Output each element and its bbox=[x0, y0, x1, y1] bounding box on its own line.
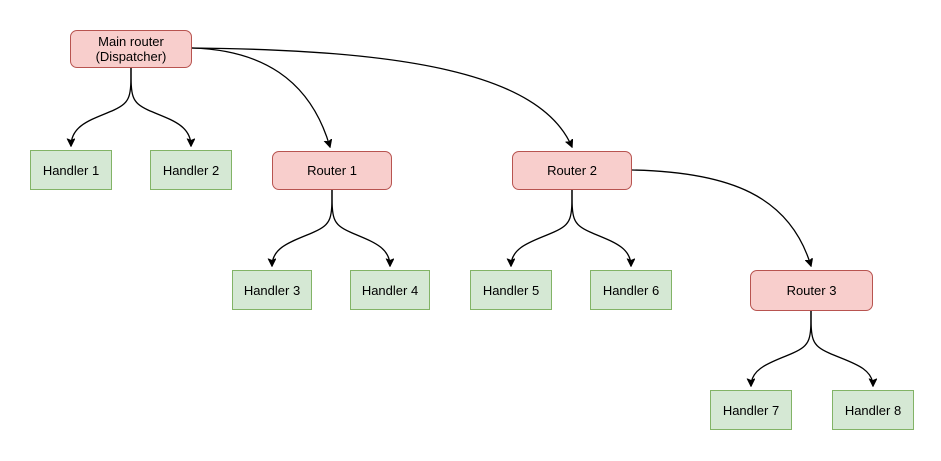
node-main-router[interactable]: Main router (Dispatcher) bbox=[70, 30, 192, 68]
edge-router-3-to-handler-7 bbox=[751, 310, 812, 386]
edge-router-1-to-handler-3 bbox=[272, 189, 333, 266]
node-label-handler-8: Handler 8 bbox=[844, 402, 902, 418]
node-handler-5[interactable]: Handler 5 bbox=[470, 270, 552, 310]
node-label-router-3: Router 3 bbox=[786, 283, 837, 298]
node-label-handler-1: Handler 1 bbox=[42, 162, 100, 178]
node-router-3[interactable]: Router 3 bbox=[750, 270, 873, 311]
edge-router-2-to-handler-5 bbox=[511, 189, 573, 266]
node-handler-2[interactable]: Handler 2 bbox=[150, 150, 232, 190]
node-label-handler-7: Handler 7 bbox=[722, 402, 780, 418]
edge-main-to-handler-1 bbox=[71, 67, 132, 146]
node-router-1[interactable]: Router 1 bbox=[272, 151, 392, 190]
edge-router-2-to-router-3 bbox=[631, 169, 811, 266]
node-label-router-1: Router 1 bbox=[307, 163, 357, 178]
edge-main-to-router-1 bbox=[191, 47, 330, 147]
edge-group bbox=[71, 47, 873, 386]
node-handler-4[interactable]: Handler 4 bbox=[350, 270, 430, 310]
node-handler-6[interactable]: Handler 6 bbox=[590, 270, 672, 310]
node-label-handler-5: Handler 5 bbox=[482, 282, 540, 298]
edge-router-1-to-handler-4 bbox=[331, 189, 390, 266]
edge-router-3-to-handler-8 bbox=[810, 310, 873, 386]
node-handler-8[interactable]: Handler 8 bbox=[832, 390, 914, 430]
node-router-2[interactable]: Router 2 bbox=[512, 151, 632, 190]
node-handler-1[interactable]: Handler 1 bbox=[30, 150, 112, 190]
node-label-router-2: Router 2 bbox=[547, 163, 597, 178]
edge-router-2-to-handler-6 bbox=[571, 189, 631, 266]
edge-main-to-router-2 bbox=[191, 47, 572, 147]
node-label-main-router: Main router (Dispatcher) bbox=[95, 34, 167, 64]
node-label-handler-2: Handler 2 bbox=[162, 162, 220, 178]
node-handler-7[interactable]: Handler 7 bbox=[710, 390, 792, 430]
node-label-handler-3: Handler 3 bbox=[243, 282, 301, 298]
node-label-handler-6: Handler 6 bbox=[602, 282, 660, 298]
node-label-handler-4: Handler 4 bbox=[361, 282, 419, 298]
node-handler-3[interactable]: Handler 3 bbox=[232, 270, 312, 310]
edge-main-to-handler-2 bbox=[130, 67, 191, 146]
